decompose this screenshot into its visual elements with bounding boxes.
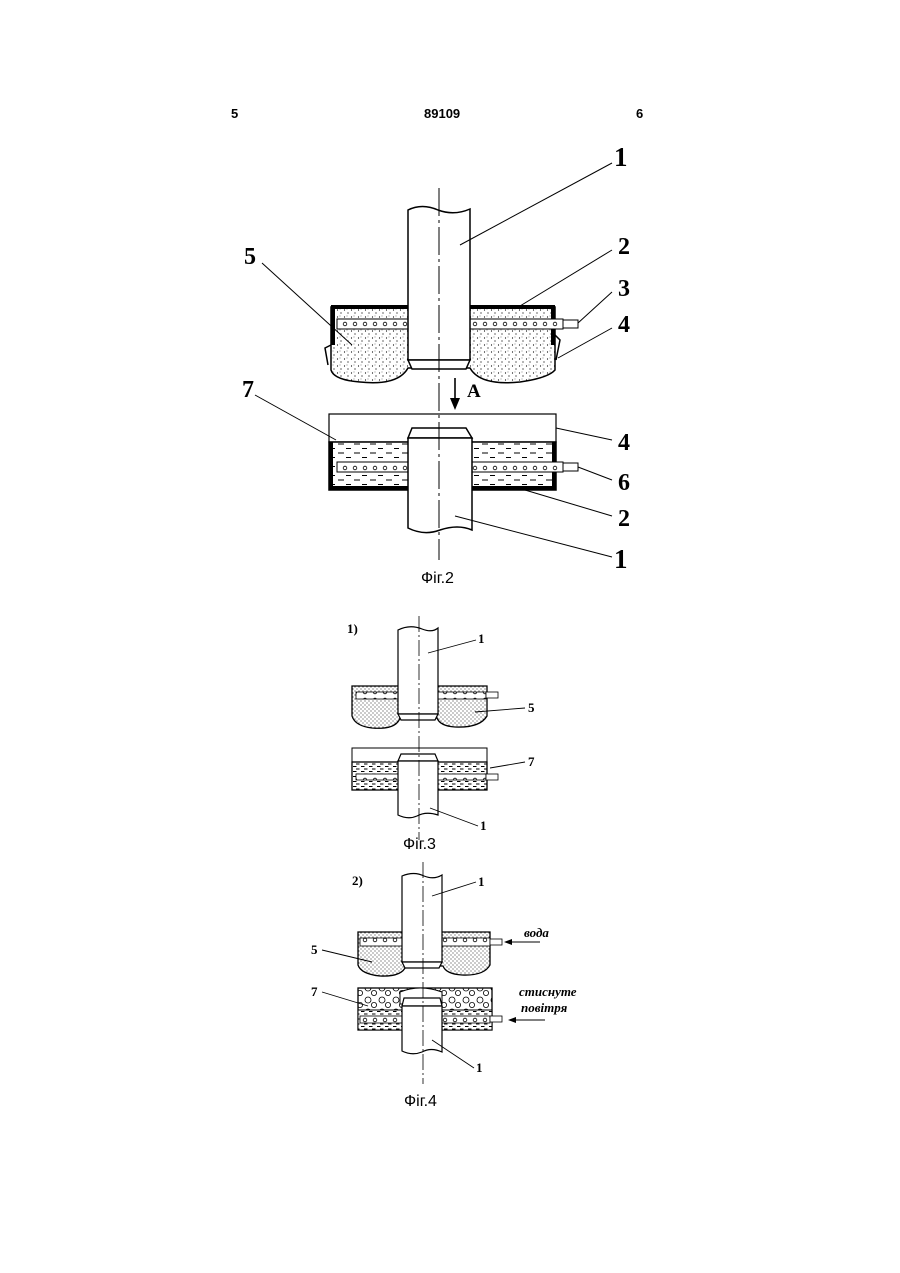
figure-4: 2) 1 5 7 1: [311, 862, 577, 1084]
fig4-step-label: 2): [352, 873, 363, 888]
fig4-label-pipe-bottom: 1: [476, 1060, 483, 1075]
fig2-direction-arrow: [450, 378, 460, 410]
fig3-label-sand: 5: [528, 700, 535, 715]
fig3-upper-pipe: [398, 627, 438, 714]
fig4-air-arrow: [508, 1017, 545, 1023]
fig2-arrow-label: A: [467, 381, 481, 402]
fig2-caption: Фіг.2: [421, 570, 454, 588]
fig3-label-pipe-bottom: 1: [480, 818, 487, 833]
fig4-upper-pipe: [402, 874, 442, 963]
fig4-air-label-line1: стиснуте: [519, 984, 577, 999]
figure-2: A 1 2 3 4 5 7 4 6 2 1: [242, 142, 630, 574]
fig2-lower-pipe: [408, 428, 472, 533]
fig4-lower-pipe: [402, 998, 442, 1006]
fig3-label-pipe-top: 1: [478, 631, 485, 646]
fig4-caption: Фіг.4: [404, 1093, 437, 1111]
fig2-label-housing-top: 2: [618, 234, 630, 260]
fig2-label-shell-bottom: 4: [618, 430, 630, 456]
fig2-label-pipe-bottom: 1: [614, 544, 628, 574]
fig2-label-pipe-top: 1: [614, 142, 628, 172]
fig2-label-tube-bottom: 6: [618, 470, 630, 496]
fig4-water-label: вода: [524, 925, 549, 940]
fig4-label-pipe-top: 1: [478, 874, 485, 889]
fig3-label-liquid: 7: [528, 754, 535, 769]
fig2-label-housing-bottom: 2: [618, 506, 630, 532]
fig2-label-liquid: 7: [242, 377, 254, 403]
fig3-leader-lines: [428, 640, 525, 826]
fig4-leader-lines: [322, 882, 476, 1068]
fig2-label-shell-top: 4: [618, 312, 630, 338]
fig2-label-tube-top: 3: [618, 276, 630, 302]
figure-3: 1) 1 5 7 1: [347, 616, 535, 840]
fig4-air-label-line2: повітря: [521, 1000, 568, 1015]
fig4-label-sand: 5: [311, 942, 318, 957]
fig2-label-sand: 5: [244, 244, 256, 270]
fig4-label-air: 7: [311, 984, 318, 999]
fig3-lower-pipe: [398, 754, 438, 761]
fig3-caption: Фіг.3: [403, 836, 436, 854]
fig3-step-label: 1): [347, 621, 358, 636]
